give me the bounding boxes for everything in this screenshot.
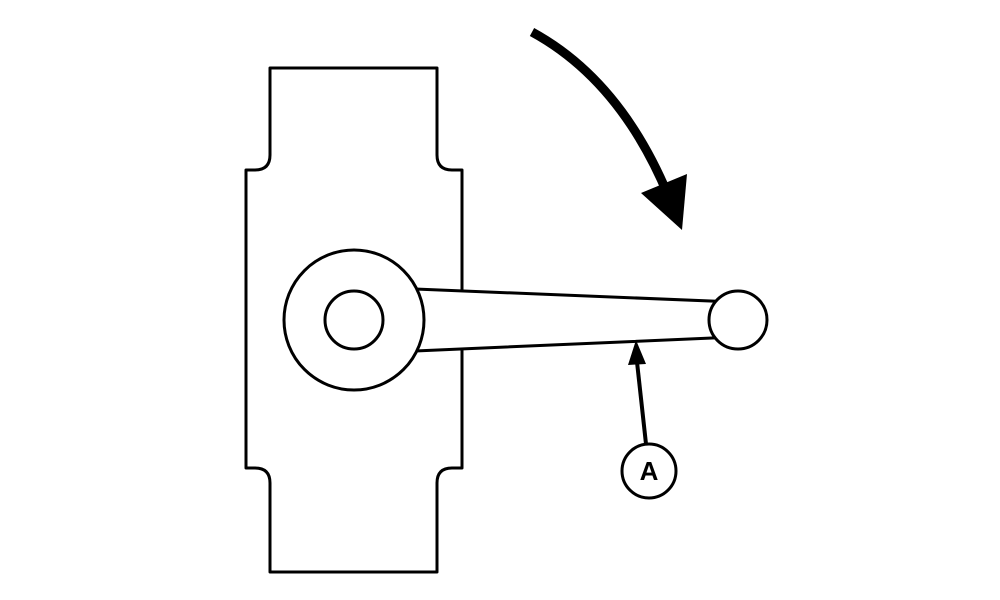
crank-hub-center xyxy=(323,289,385,351)
callout-a-label: A xyxy=(640,456,659,486)
crank-knob xyxy=(707,289,769,351)
callout-a-leader xyxy=(628,340,648,445)
callout-a: A xyxy=(620,442,678,500)
clockwise-arrow-icon xyxy=(529,28,687,230)
crank-arm xyxy=(413,287,737,353)
